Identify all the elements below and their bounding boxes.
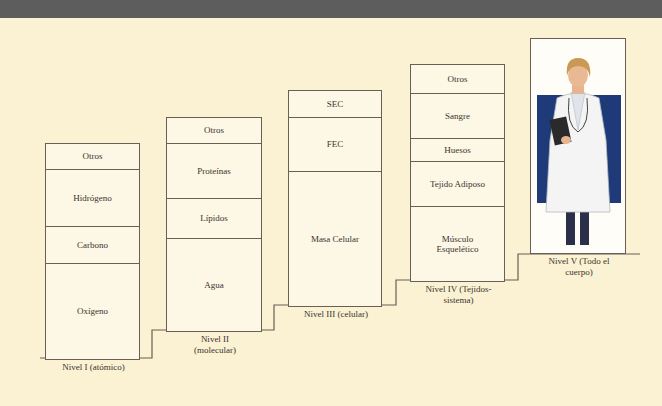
component-cell: Tejido Adiposo (411, 161, 504, 206)
component-label: Proteínas (197, 166, 231, 176)
component-cell: Otros (167, 118, 261, 143)
level-heading: Nivel III (celular) (304, 309, 368, 320)
component-cell: Masa Celular (289, 171, 381, 306)
component-label: Tejido Adiposo (430, 179, 485, 189)
level-heading: Nivel IV (Tejidos-sistema) (424, 284, 494, 306)
component-label: Sangre (445, 111, 470, 121)
top-band (0, 0, 662, 18)
component-cell: SEC (289, 91, 381, 117)
component-label: Carbono (77, 240, 108, 250)
component-label: Otros (204, 125, 224, 135)
component-label: Otros (448, 74, 468, 84)
doctor-figure (531, 39, 625, 253)
level-heading: Nivel II (molecular) (180, 334, 250, 356)
level-column: OtrosHidrógenoCarbonoOxígenoNivel I (ató… (45, 143, 140, 360)
component-cell: Oxígeno (46, 263, 139, 359)
component-cell: Sangre (411, 93, 504, 138)
component-label: Masa Celular (311, 234, 359, 244)
component-cell: Músculo Esquelético (411, 206, 504, 281)
level-column: Nivel V (Todo el cuerpo) (530, 38, 626, 254)
level-heading-box: Nivel V (Todo el cuerpo) (511, 256, 647, 278)
level-heading: Nivel V (Todo el cuerpo) (544, 256, 614, 278)
component-cell: Carbono (46, 226, 139, 263)
component-label: Músculo Esquelético (426, 234, 490, 255)
component-label: Lípidos (200, 213, 228, 223)
component-label: Otros (83, 151, 103, 161)
level-column: SECFECMasa CelularNivel III (celular) (288, 90, 382, 307)
level-column: OtrosSangreHuesosTejido AdiposoMúsculo E… (410, 64, 505, 282)
component-cell: Proteínas (167, 143, 261, 198)
level-heading-box: Nivel I (atómico) (26, 362, 161, 373)
component-cell: FEC (289, 117, 381, 171)
level-heading-box: Nivel III (celular) (269, 309, 403, 320)
level-heading-box: Nivel IV (Tejidos-sistema) (391, 284, 526, 306)
level-heading: Nivel I (atómico) (62, 362, 124, 373)
component-label: Hidrógeno (73, 193, 112, 203)
component-cell: Huesos (411, 138, 504, 161)
component-label: Huesos (444, 145, 471, 155)
component-cell: Lípidos (167, 198, 261, 238)
component-label: Oxígeno (77, 306, 108, 316)
component-label: FEC (327, 139, 344, 149)
level-heading-box: Nivel II (molecular) (147, 334, 283, 356)
component-cell: Agua (167, 238, 261, 331)
component-label: Agua (204, 280, 224, 290)
component-cell: Otros (411, 65, 504, 93)
component-cell: Hidrógeno (46, 169, 139, 226)
component-label: SEC (327, 99, 344, 109)
component-cell: Otros (46, 144, 139, 169)
level-column: OtrosProteínasLípidosAguaNivel II (molec… (166, 117, 262, 332)
